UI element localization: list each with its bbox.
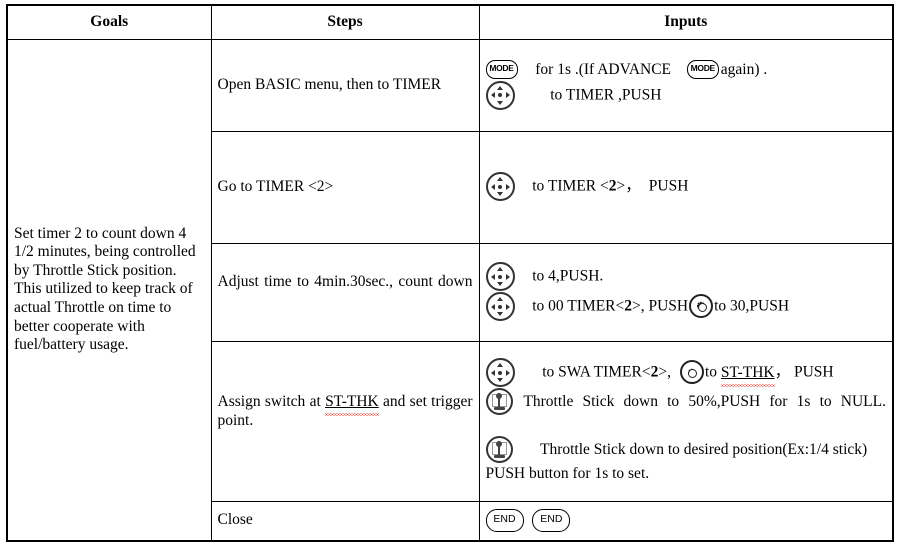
- inputs-text-2bold: 2: [624, 297, 632, 315]
- inputs-line-1: to 4,PUSH.: [485, 262, 887, 292]
- table-row: Set timer 2 to count down 4 1/2 minutes,…: [6, 38, 894, 542]
- inputs-text-l1c: to: [704, 363, 721, 381]
- inputs-text-c: ，: [625, 177, 641, 195]
- procedure-table: Goals Steps Inputs Set timer 2 to count …: [6, 4, 894, 542]
- rotary-dial-icon[interactable]: [689, 294, 714, 318]
- step-text-4a: Assign switch at: [217, 393, 326, 411]
- inputs-line-1: to SWA TIMER<2>, to ST-THK， PUSH: [485, 358, 887, 388]
- inputs-text-bold: 2: [608, 177, 617, 195]
- step-text-4b: and set trigger point.: [217, 393, 473, 429]
- spellcheck-term-2: ST-THK: [720, 363, 775, 387]
- inputs-cell-4: to SWA TIMER<2>, to ST-THK， PUSH Throttle…: [478, 340, 894, 502]
- inputs-text-2a: to 00 TIMER<: [532, 297, 625, 315]
- four-way-dpad-icon[interactable]: [485, 262, 515, 291]
- inputs-line-2: Throttle Stick down to 50%,PUSH for 1s t…: [485, 388, 887, 436]
- table-header-row: Goals Steps Inputs: [6, 4, 894, 40]
- goals-cell: Set timer 2 to count down 4 1/2 minutes,…: [6, 38, 212, 542]
- step-text-5: Close: [217, 511, 253, 529]
- step-cell-2: Go to TIMER <2>: [210, 130, 480, 244]
- inputs-text-2b: >, PUSH: [632, 297, 689, 315]
- inputs-text-l1b: >,: [658, 363, 671, 381]
- inputs-cell-3: to 4,PUSH. to 00 TIMER<2>, PUSH to 30,PUS…: [478, 242, 894, 342]
- step-cell-1: Open BASIC menu, then to TIMER: [210, 38, 480, 132]
- step-cell-5: Close: [210, 500, 480, 542]
- inputs-text-l3: Throttle Stick down to desired position(…: [485, 441, 868, 482]
- rotary-dial-icon[interactable]: [679, 360, 704, 385]
- step-cell-4: Assign switch at ST-THK and set trigger …: [210, 340, 480, 502]
- inputs-line-2: to TIMER ,PUSH: [485, 80, 887, 111]
- inputs-text-l1a: to SWA TIMER<: [542, 363, 651, 381]
- inputs-text-1a: for 1s .(If ADVANCE: [535, 60, 672, 78]
- inputs-text-l2: Throttle Stick down to 50%,PUSH for 1s t…: [523, 393, 886, 411]
- goal-text: Set timer 2 to count down 4 1/2 minutes,…: [14, 224, 196, 354]
- column-header-goals: Goals: [6, 4, 212, 40]
- step-text-1: Open BASIC menu, then to TIMER: [217, 75, 442, 93]
- inputs-text-a: to TIMER <: [532, 177, 609, 195]
- end-button-icon-1[interactable]: END: [485, 509, 524, 533]
- inputs-line-3: Throttle Stick down to desired position(…: [485, 436, 887, 484]
- inputs-text-l1d: ， PUSH: [774, 363, 834, 381]
- step-cell-3: Adjust time to 4min.30sec., count down: [210, 242, 480, 342]
- inputs-cell-5: END END: [478, 500, 894, 542]
- table-row: Go to TIMER <2> to TIMER <2>， PUSH: [7, 130, 894, 244]
- step-text-2: Go to TIMER <2>: [217, 177, 334, 195]
- column-header-inputs: Inputs: [478, 4, 894, 40]
- mode-button-icon-2[interactable]: MODE: [686, 59, 719, 79]
- table-row: Close END END: [7, 500, 894, 542]
- mode-button-icon[interactable]: MODE: [485, 59, 518, 79]
- four-way-dpad-icon[interactable]: [485, 80, 515, 110]
- four-way-dpad-icon[interactable]: [485, 358, 515, 388]
- inputs-text-l1bold: 2: [650, 363, 659, 381]
- inputs-text-2: to TIMER ,PUSH: [550, 86, 662, 104]
- step-text-4: Assign switch at ST-THK and set trigger …: [218, 393, 473, 447]
- table-row: Assign switch at ST-THK and set trigger …: [7, 340, 894, 502]
- inputs-line-1: to TIMER <2>， PUSH: [485, 172, 887, 202]
- four-way-dpad-icon[interactable]: [485, 172, 515, 201]
- spellcheck-term: ST-THK: [325, 393, 379, 416]
- throttle-stick-icon-2[interactable]: [485, 436, 513, 463]
- end-button-icon-2[interactable]: END: [532, 509, 571, 533]
- inputs-text-2c: to 30,PUSH: [714, 297, 790, 315]
- inputs-line-2: to 00 TIMER<2>, PUSH to 30,PUSH: [485, 292, 887, 322]
- four-way-dpad-icon-2[interactable]: [485, 292, 515, 321]
- inputs-text-1b: again) .: [720, 60, 768, 78]
- inputs-cell-2: to TIMER <2>， PUSH: [478, 130, 894, 244]
- step-text-3: Adjust time to 4min.30sec., count down: [217, 273, 473, 291]
- column-header-steps: Steps: [210, 4, 480, 40]
- inputs-text-1: to 4,PUSH.: [532, 267, 604, 285]
- throttle-stick-icon[interactable]: [485, 388, 513, 416]
- inputs-text-d: PUSH: [648, 177, 689, 195]
- inputs-text-b: >: [616, 177, 626, 195]
